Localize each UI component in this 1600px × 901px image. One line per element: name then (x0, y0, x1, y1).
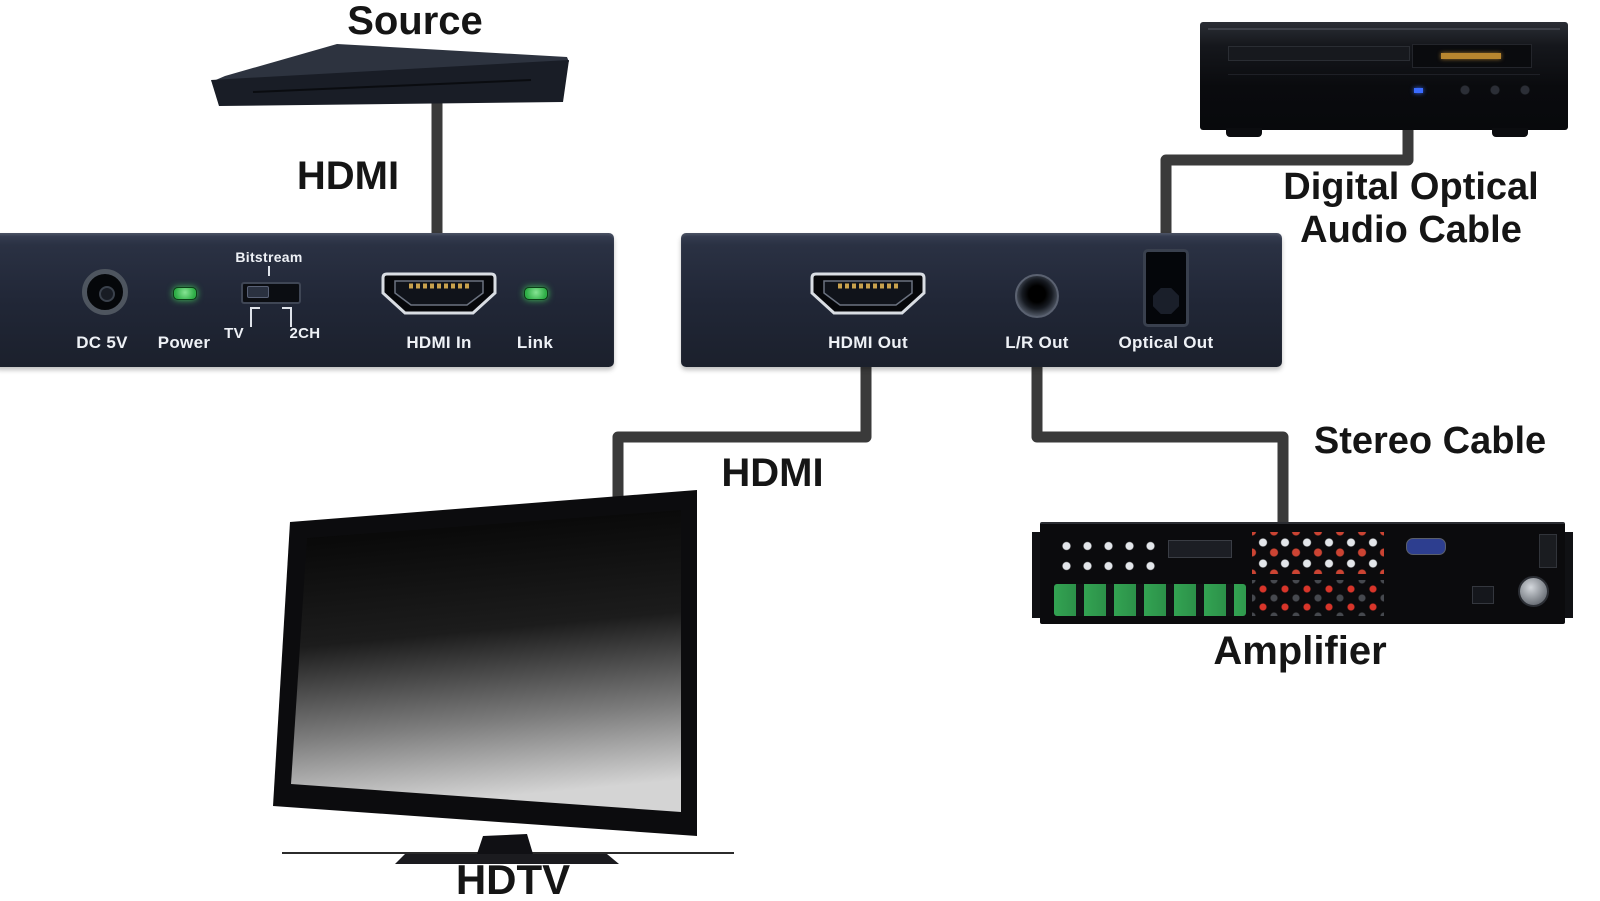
optical-out-label: Optical Out (1118, 333, 1214, 352)
stereo-cable-label: Stereo Cable (1313, 420, 1547, 462)
amplifier-rack-ear-left (1032, 532, 1040, 618)
amplifier-ethernet-port (1472, 586, 1494, 604)
source-device (211, 44, 569, 106)
lr-out-label: L/R Out (1005, 333, 1069, 352)
link-led (524, 287, 548, 300)
switch-2ch-label: 2CH (289, 325, 321, 342)
bitstream-tick (268, 266, 270, 276)
receiver-top-edge (1208, 28, 1560, 30)
power-label: Power (157, 333, 211, 352)
receiver-disc-tray (1228, 46, 1410, 61)
hdmi-cable-tv (612, 352, 872, 511)
hdtv-label: HDTV (455, 856, 571, 901)
optical-cable-line (1160, 112, 1414, 260)
source-device-front (211, 60, 569, 106)
source-label: Source (347, 0, 483, 43)
optical-out-toslink (1153, 288, 1179, 314)
hdmi-in-port (381, 272, 497, 315)
receiver-display (1412, 44, 1532, 68)
amplifier-terminal-blocks (1054, 584, 1246, 616)
amplifier-vga-port (1406, 538, 1446, 555)
source-disc-slot (252, 79, 532, 93)
bitstream-switch-knob (247, 286, 269, 298)
amplifier-rca-jacks-left (1054, 534, 1158, 574)
tv-bracket (250, 307, 260, 327)
2ch-bracket (282, 307, 292, 327)
tv-stand-base (395, 854, 619, 864)
extractor-front-panel: DC 5V Power Bitstream TV 2CH HDMI In Lin… (0, 233, 614, 367)
lr-out-jack-hole (1031, 290, 1043, 302)
receiver-foot-right (1492, 128, 1528, 137)
hdmi-in-label: HDMI In (406, 333, 472, 352)
amplifier-din-connector (1518, 576, 1549, 607)
amplifier-rack-ear-right (1565, 532, 1573, 618)
receiver-display-text (1441, 53, 1501, 59)
dc-5v-label: DC 5V (76, 333, 128, 352)
optical-audio-device (1200, 22, 1568, 137)
receiver-seam (1228, 74, 1540, 75)
dc-power-jack (82, 269, 128, 315)
hdmi-source-cable-label: HDMI (296, 154, 400, 198)
switch-tv-label: TV (224, 325, 244, 342)
bitstream-label: Bitstream (235, 249, 303, 265)
tv-stand-neck (477, 834, 533, 854)
digital-optical-line1: Digital Optical (1283, 166, 1539, 208)
source-device-top (211, 44, 569, 82)
amplifier-mid-port (1168, 540, 1232, 558)
receiver-power-led (1414, 88, 1423, 93)
hdmi-tv-cable-label: HDMI (721, 451, 824, 495)
digital-optical-cable-label: Digital Optical Audio Cable (1246, 166, 1576, 251)
stereo-cable-line (1031, 352, 1289, 546)
dc-power-jack-pin (99, 286, 115, 302)
hdmi-out-port (810, 272, 926, 315)
power-led (173, 287, 197, 300)
hdtv-image (273, 490, 697, 864)
amplifier-device (1032, 522, 1573, 624)
receiver-foot-left (1226, 128, 1262, 137)
amplifier-speaker-posts (1252, 580, 1384, 616)
tv-screen (291, 510, 681, 812)
link-label: Link (516, 333, 554, 352)
amplifier-rca-jacks-right (1252, 532, 1384, 574)
amplifier-side-block (1539, 534, 1557, 568)
amplifier-label: Amplifier (1213, 629, 1387, 673)
optical-out-port (1143, 249, 1189, 327)
receiver-buttons (1450, 84, 1542, 96)
extractor-back-panel: HDMI Out L/R Out Optical Out (681, 233, 1282, 367)
lr-out-jack (1015, 274, 1059, 318)
digital-optical-line2: Audio Cable (1300, 208, 1522, 251)
hdmi-out-label: HDMI Out (828, 333, 908, 352)
bitstream-switch (241, 282, 301, 304)
